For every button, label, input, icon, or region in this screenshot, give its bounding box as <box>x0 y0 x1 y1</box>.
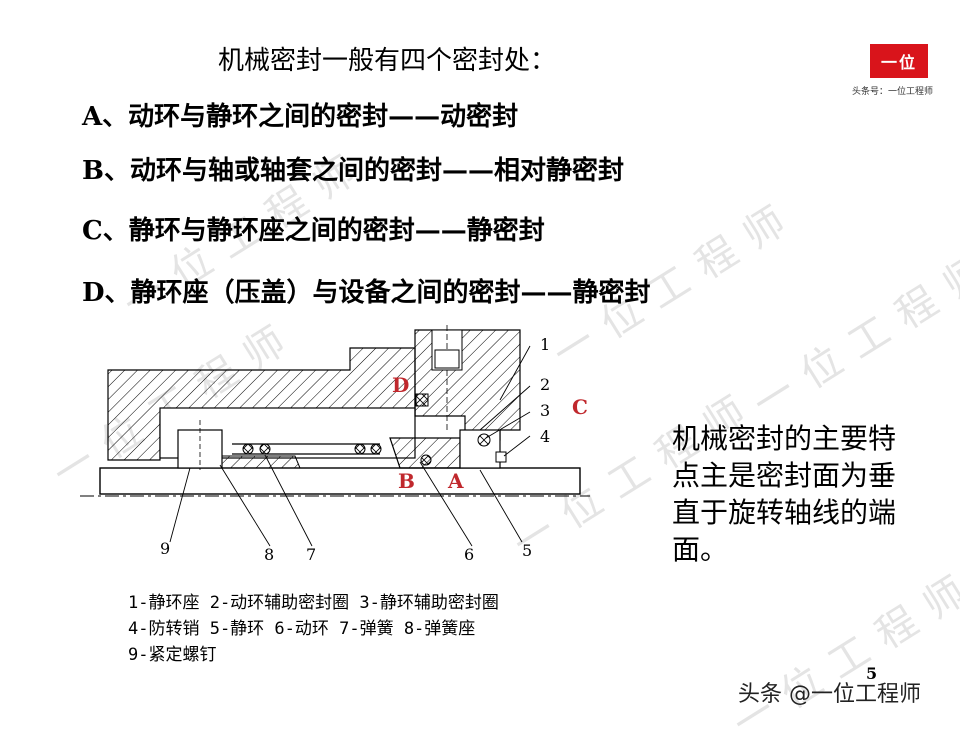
part-number-6: 6 <box>464 545 474 564</box>
part-number-5: 5 <box>522 541 532 560</box>
anti-rotation-pin <box>495 451 507 463</box>
part-number-9: 9 <box>160 539 170 558</box>
seal-point-a: A、动环与静环之间的密封——动密封 <box>82 102 519 132</box>
point-label-b: B <box>398 469 415 493</box>
rotating-ring-o-ring <box>420 454 432 466</box>
part-number-1: 1 <box>540 335 550 354</box>
mechanical-seal-diagram: 1 2 3 4 5 6 7 8 9 D C B A <box>80 325 590 564</box>
legend-line-1: 1-静环座 2-动环辅助密封圈 3-静环辅助密封圈 <box>128 593 499 613</box>
point-label-c: C <box>572 395 588 419</box>
part-number-3: 3 <box>540 401 550 420</box>
feature-note: 机械密封的主要特点主是密封面为垂直于旋转轴线的端面。 <box>672 422 897 566</box>
part-number-8: 8 <box>264 545 274 564</box>
point-label-d: D <box>392 373 409 397</box>
watermark: 一位工程师 <box>745 240 960 428</box>
watermark: 一位工程师 <box>725 560 960 748</box>
shaft <box>99 467 581 495</box>
legend-line-3: 9-紧定螺钉 <box>128 645 217 665</box>
slide-title: 机械密封一般有四个密封处： <box>218 46 557 76</box>
brand-logo: 一位 <box>870 44 928 78</box>
part-number-4: 4 <box>540 427 550 446</box>
part-number-7: 7 <box>306 545 316 564</box>
static-ring-o-ring <box>477 433 491 447</box>
seal-point-d: D、静环座（压盖）与设备之间的密封——静密封 <box>82 278 651 308</box>
footer-credit: 头条 @一位工程师 <box>738 682 921 707</box>
seal-point-c: C、静环与静环座之间的密封——静密封 <box>82 216 545 246</box>
page-number: 5 <box>866 664 878 683</box>
point-label-a: A <box>447 469 464 493</box>
gland-o-ring <box>415 393 429 407</box>
legend-line-2: 4-防转销 5-静环 6-动环 7-弹簧 8-弹簧座 <box>128 619 476 639</box>
seal-point-b: B、动环与轴或轴套之间的密封——相对静密封 <box>82 156 624 186</box>
part-number-2: 2 <box>540 375 550 394</box>
static-ring-seat <box>414 329 521 441</box>
brand-subtitle: 头条号：一位工程师 <box>852 87 934 97</box>
